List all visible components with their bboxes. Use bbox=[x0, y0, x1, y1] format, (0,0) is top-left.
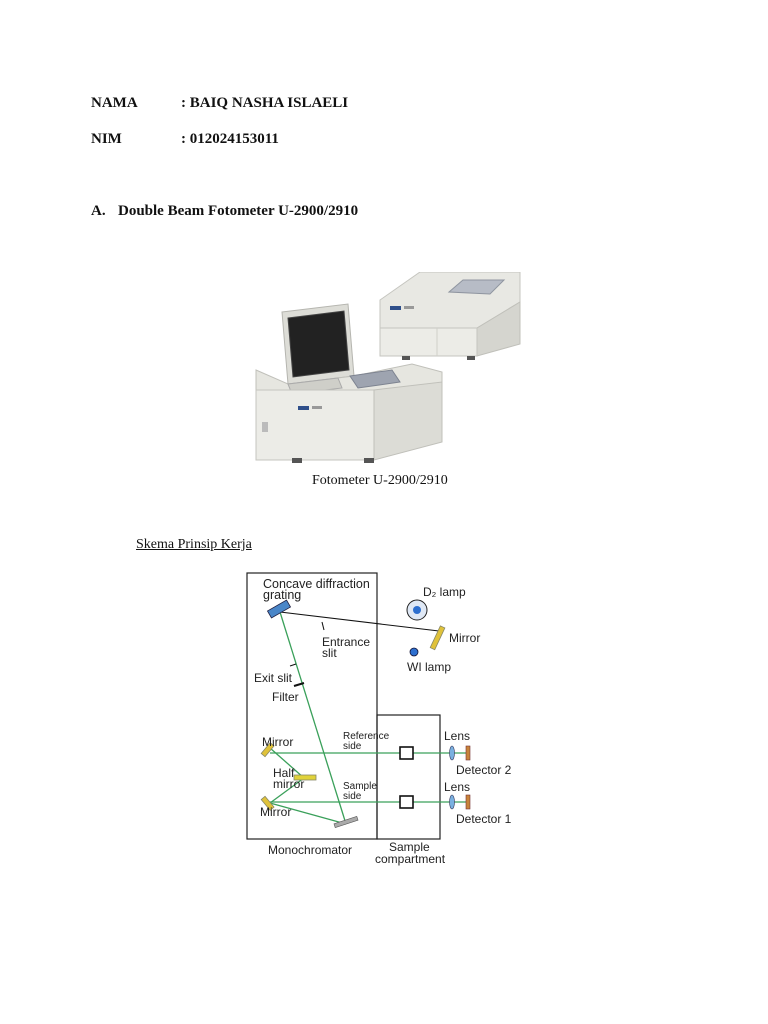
half-mirror-icon bbox=[293, 774, 317, 781]
reference-side-label-line1: Reference bbox=[343, 731, 390, 742]
sample-compartment-label-line2: compartment bbox=[375, 852, 446, 866]
detector-2-icon bbox=[465, 745, 471, 761]
grating-label-line2: grating bbox=[263, 588, 301, 602]
mirror-top-icon bbox=[429, 625, 446, 651]
photometer-photo bbox=[255, 272, 521, 463]
grating-icon bbox=[266, 599, 292, 619]
half-mirror-label-line2: mirror bbox=[273, 777, 304, 791]
reference-cuvette bbox=[399, 746, 414, 760]
wi-lamp-label: WI lamp bbox=[407, 660, 451, 674]
name-value: : BAIQ NASHA ISLAELI bbox=[181, 95, 349, 111]
monochromator-box bbox=[246, 572, 378, 840]
nim-value: : 012024153011 bbox=[181, 131, 279, 147]
mirror-left-top-icon bbox=[260, 742, 275, 758]
beam-grating-to-bottom bbox=[279, 611, 347, 825]
beam-half-mirror bbox=[269, 777, 305, 804]
entrance-slit-label-line2: slit bbox=[322, 646, 337, 660]
mirror-left-bottom-label: Mirror bbox=[260, 805, 291, 819]
filter-mark bbox=[293, 682, 305, 687]
wi-lamp-icon bbox=[409, 647, 419, 657]
detector-1-label: Detector 1 bbox=[456, 812, 512, 826]
photo-caption: Fotometer U-2900/2910 bbox=[312, 473, 448, 488]
detector-1-icon bbox=[465, 794, 471, 810]
photometer-back-unit bbox=[379, 272, 521, 360]
schema-heading: Skema Prinsip Kerja bbox=[136, 537, 252, 552]
entrance-slit-label-line1: Entrance bbox=[322, 635, 370, 649]
photometer-front-unit bbox=[255, 303, 443, 463]
exit-slit-mark bbox=[289, 663, 297, 667]
mirror-top-label: Mirror bbox=[449, 631, 480, 645]
lens-bottom-label: Lens bbox=[444, 780, 470, 794]
monochromator-label: Monochromator bbox=[268, 843, 352, 857]
beam-bottom-return bbox=[269, 802, 347, 825]
reference-side-label-line2: side bbox=[343, 741, 362, 752]
name-label: NAMA bbox=[91, 95, 138, 111]
filter-label: Filter bbox=[272, 690, 299, 704]
lens-top-icon bbox=[449, 745, 455, 761]
d2-lamp-label: D₂ lamp bbox=[423, 585, 466, 599]
sample-side-label-line2: side bbox=[343, 791, 362, 802]
sample-cuvette bbox=[399, 795, 414, 809]
mirror-left-bottom-icon bbox=[260, 795, 275, 811]
beam-lamp-to-grating bbox=[279, 611, 440, 632]
entrance-slit-mark bbox=[321, 621, 325, 631]
exit-slit-label: Exit slit bbox=[254, 671, 293, 685]
lens-top-label: Lens bbox=[444, 729, 470, 743]
lens-bottom-icon bbox=[449, 794, 455, 810]
working-principle-diagram: Concave diffraction grating D₂ lamp Mirr… bbox=[246, 572, 512, 866]
section-title: Double Beam Fotometer U-2900/2910 bbox=[118, 203, 359, 219]
sample-side-label-line1: Sample bbox=[343, 781, 377, 792]
section-number: A. bbox=[91, 203, 106, 219]
grating-label-line1: Concave diffraction bbox=[263, 577, 370, 591]
sample-compartment-label-line1: Sample bbox=[389, 840, 430, 854]
half-mirror-label-line1: Half bbox=[273, 766, 295, 780]
sample-compartment-box bbox=[376, 714, 441, 840]
nim-label: NIM bbox=[91, 131, 122, 147]
bottom-mirror-icon bbox=[333, 816, 359, 828]
detector-2-label: Detector 2 bbox=[456, 763, 512, 777]
d2-lamp-core bbox=[413, 606, 421, 614]
mirror-left-top-label: Mirror bbox=[262, 735, 293, 749]
